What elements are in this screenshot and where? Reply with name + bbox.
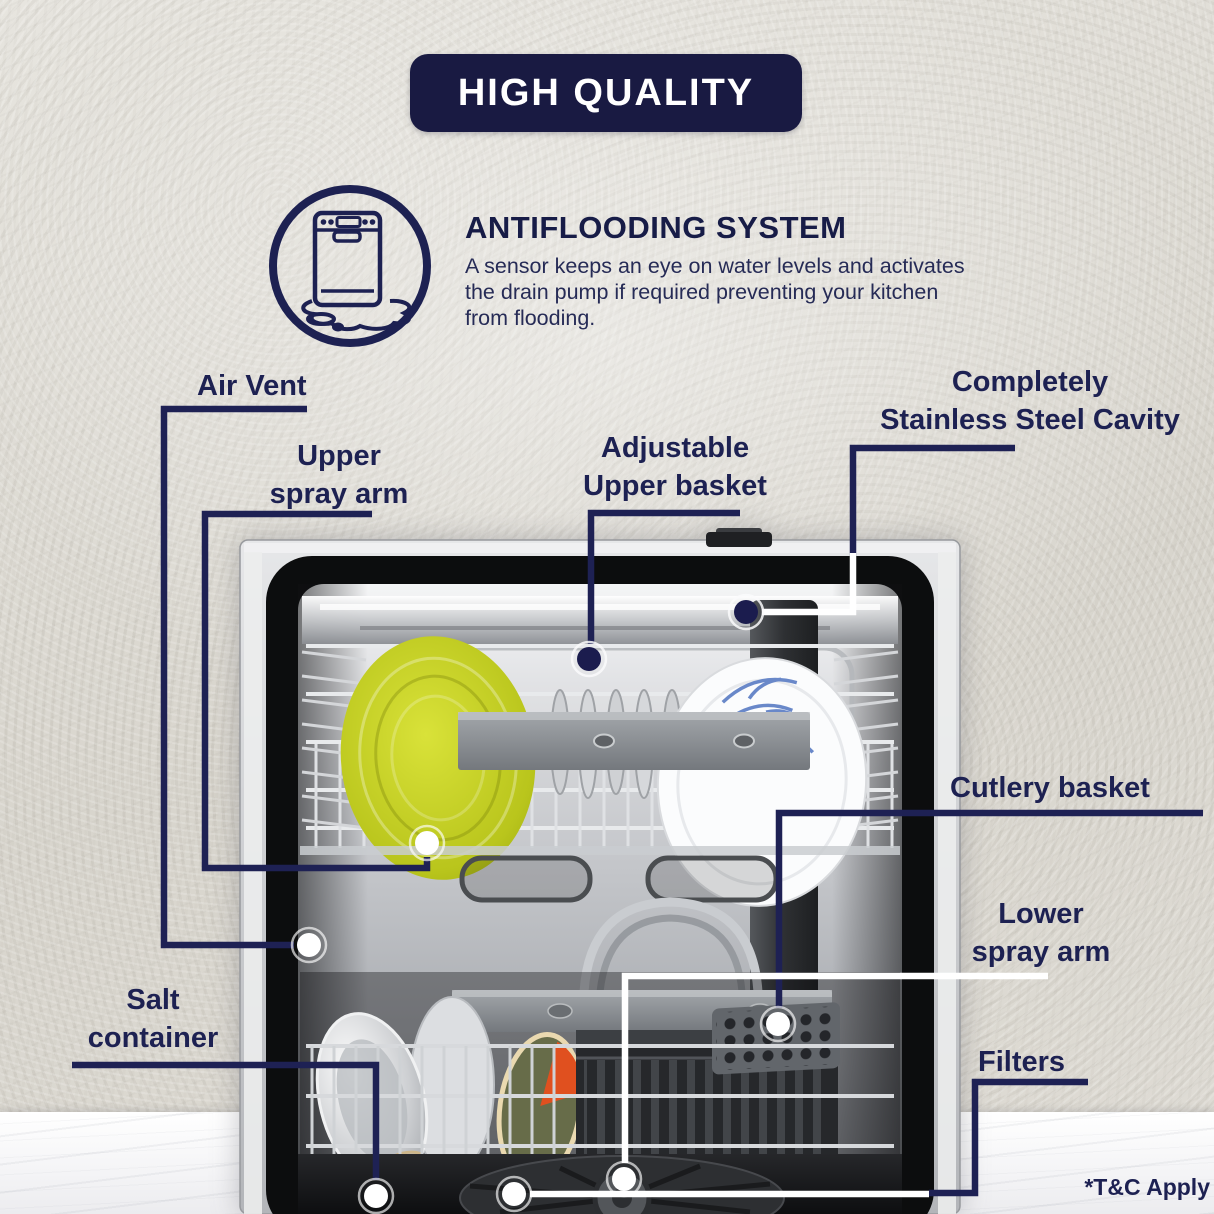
adjustable-handle-bar: [458, 712, 810, 770]
dishwasher-photo: [239, 528, 961, 1214]
feature-description-line: the drain pump if required preventing yo…: [465, 280, 939, 304]
basket-arch-handle: [579, 897, 763, 993]
perforated-tray: [712, 1002, 840, 1075]
quality-badge-label: HIGH QUALITY: [457, 71, 755, 114]
dishwasher-flood-icon: [269, 185, 431, 347]
label-adjustable-upper-basket: Adjustable Upper basket: [583, 432, 767, 502]
label-filters: Filters: [978, 1046, 1066, 1078]
feature-description-line: A sensor keeps an eye on water levels an…: [465, 254, 965, 278]
back-wall-embosses: [459, 855, 779, 903]
label-salt-container: Salt container: [87, 984, 219, 1054]
label-cutlery-basket: Cutlery basket: [950, 772, 1150, 804]
label-stainless-cavity: Completely Stainless Steel Cavity: [880, 366, 1180, 436]
tub-floor: [298, 1154, 902, 1214]
label-lower-spray-arm: Lower spray arm: [971, 898, 1111, 968]
feature-title: ANTIFLOODING SYSTEM: [465, 210, 847, 245]
feature-description: A sensor keeps an eye on water levels an…: [465, 253, 965, 331]
label-air-vent: Air Vent: [197, 370, 307, 402]
terms-footnote: *T&C Apply: [1084, 1174, 1210, 1200]
label-upper-spray-arm: Upper spray arm: [269, 440, 409, 510]
quality-badge: HIGH QUALITY: [410, 54, 802, 132]
feature-description-line: from flooding.: [465, 306, 596, 330]
